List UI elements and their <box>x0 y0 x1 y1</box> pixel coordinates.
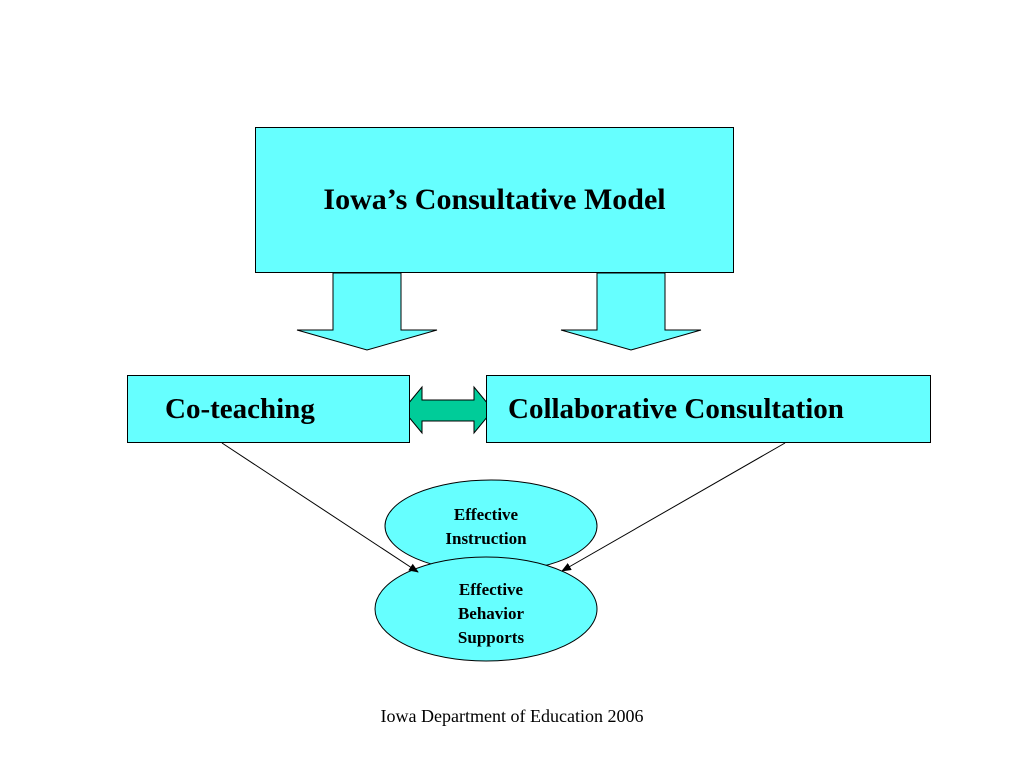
double-arrow <box>402 385 494 435</box>
ellipse-effective-behavior-supports <box>374 556 598 662</box>
effective-behavior-line1: Effective <box>458 580 524 599</box>
collaborative-consultation-box: Collaborative Consultation <box>486 375 931 443</box>
collaborative-consultation-label: Collaborative Consultation <box>508 392 844 425</box>
effective-instruction-label: Effective Instruction <box>421 503 551 551</box>
effective-behavior-line2: Behavior <box>457 604 525 623</box>
connector-arrow-right <box>561 442 786 572</box>
footer-credit: Iowa Department of Education 2006 <box>380 706 644 726</box>
effective-instruction-line1: Effective <box>453 505 519 524</box>
co-teaching-box: Co-teaching <box>127 375 410 443</box>
down-arrow-right <box>560 272 702 351</box>
main-model-label: Iowa’s Consultative Model <box>323 183 666 216</box>
effective-behavior-line3: Supports <box>457 628 525 647</box>
effective-behavior-supports-label: Effective Behavior Supports <box>421 578 561 650</box>
down-arrow-left <box>296 272 438 351</box>
connector-arrow-left <box>221 442 419 573</box>
effective-instruction-line2: Instruction <box>445 529 527 548</box>
main-model-box: Iowa’s Consultative Model <box>255 127 734 273</box>
co-teaching-label: Co-teaching <box>165 392 315 425</box>
